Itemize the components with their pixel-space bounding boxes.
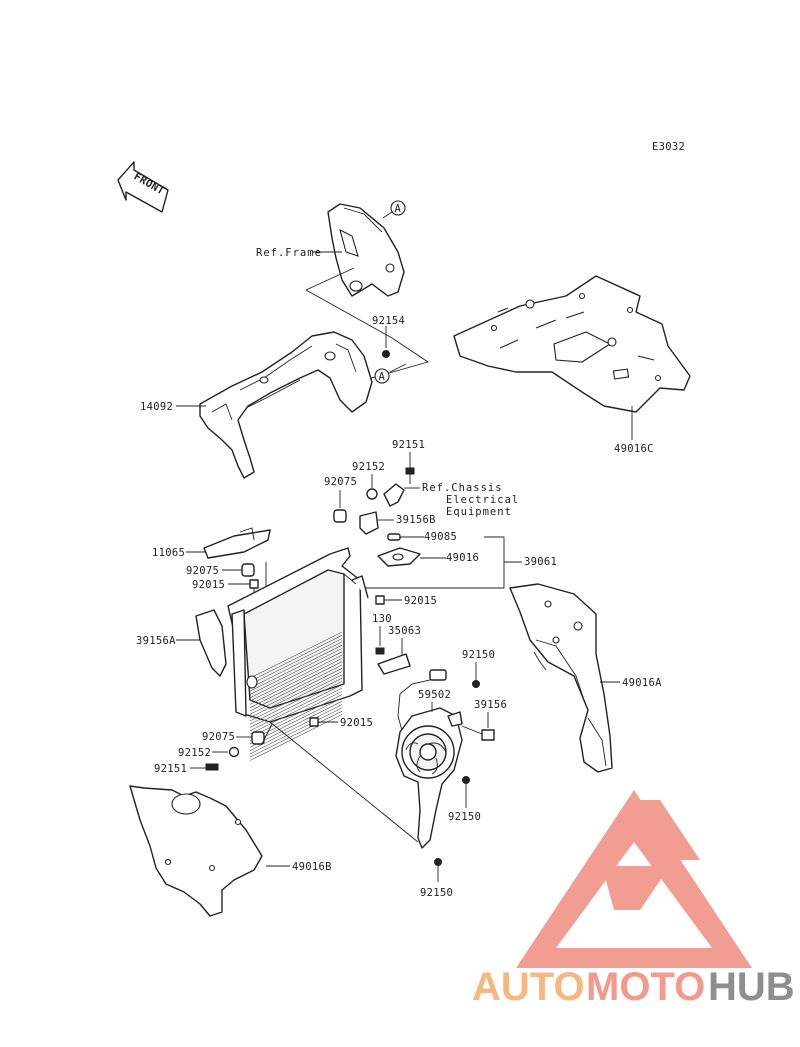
- radiator-fin: [249, 644, 343, 692]
- grommet-92152-top: [366, 488, 378, 500]
- part-label-11065: 11065: [152, 547, 185, 559]
- frame-bracket: [327, 203, 405, 297]
- part-label-35063: 35063: [388, 625, 421, 637]
- grommet-92075-lower: [251, 731, 265, 745]
- part-label-92154: 92154: [372, 315, 405, 327]
- part-label-92152-lower: 92152: [178, 747, 211, 759]
- collar-92015-right: [375, 595, 385, 605]
- ref-a-top-label: A: [395, 203, 402, 215]
- radiator-fin: [249, 677, 343, 725]
- radiator-fin: [249, 674, 343, 722]
- part-label-39156a: 39156A: [136, 635, 176, 647]
- part-label-49016b: 49016B: [292, 861, 332, 873]
- part-label-130: 130: [372, 613, 392, 625]
- watermark-moto: MOTO: [586, 965, 705, 1009]
- radiator-fin: [249, 687, 343, 735]
- ref-a-circle-top: [390, 200, 406, 216]
- part-label-39156: 39156: [474, 699, 507, 711]
- bracket-35063: [377, 653, 411, 675]
- cover-49016b: [129, 785, 263, 917]
- radiator-fin: [249, 658, 343, 705]
- bolt-92154: [382, 350, 390, 358]
- radiator-fin: [249, 691, 343, 738]
- ref-chassis-label-2: Electrical: [446, 494, 519, 506]
- radiator-fin: [249, 671, 343, 718]
- part-label-49016: 49016: [446, 552, 479, 564]
- part-label-92151-lower: 92151: [154, 763, 187, 775]
- part-label-92075-top: 92075: [324, 476, 357, 488]
- watermark-hub: HUB: [708, 965, 795, 1009]
- bolt-92150-bottom: [434, 858, 442, 866]
- part-label-92150-top: 92150: [462, 649, 495, 661]
- radiator-fin: [249, 704, 343, 751]
- pad-39156b: [359, 511, 379, 535]
- part-label-49016a: 49016A: [622, 677, 662, 689]
- automotohub-logo: [516, 790, 752, 968]
- part-label-92150-mid: 92150: [448, 811, 481, 823]
- part-label-39156b: 39156B: [396, 514, 436, 526]
- ref-chassis-label-3: Equipment: [446, 506, 512, 518]
- radiator-fin: [249, 654, 343, 702]
- part-label-49085: 49085: [424, 531, 457, 543]
- part-label-92151-top: 92151: [392, 439, 425, 451]
- plate-49016c: [453, 275, 691, 413]
- part-label-92150-bottom: 92150: [420, 887, 453, 899]
- radiator-fin: [249, 707, 343, 755]
- shroud-49016a: [509, 583, 613, 773]
- part-label-92152-top: 92152: [352, 461, 385, 473]
- grommet-92075-left: [241, 563, 255, 577]
- ref-frame-label: Ref.Frame: [256, 247, 322, 259]
- bolt-92150-mid: [462, 776, 470, 784]
- clip-49085: [387, 533, 401, 541]
- radiator-fin: [249, 710, 343, 758]
- radiator-fin: [249, 701, 343, 748]
- part-label-49016c: 49016C: [614, 443, 654, 455]
- part-label-92015-lower: 92015: [340, 717, 373, 729]
- bolt-130: [375, 647, 385, 655]
- part-label-92015-left: 92015: [192, 579, 225, 591]
- radiator-fin: [249, 648, 343, 695]
- diagram-code: E3032: [652, 141, 685, 153]
- cooling-fan-59502: [395, 707, 463, 849]
- bolt-92151-lower: [205, 763, 219, 771]
- radiator-fin: [249, 631, 343, 679]
- air-duct-14092: [199, 331, 373, 479]
- part-label-14092: 14092: [140, 401, 173, 413]
- watermark-auto: AUTO: [472, 965, 585, 1009]
- grommet-92152-lower: [228, 746, 240, 758]
- bolt-92151-top: [405, 467, 415, 475]
- cover-11065: [203, 529, 271, 559]
- radiator-fin: [249, 684, 343, 732]
- radiator-fin: [249, 681, 343, 728]
- grommet-92075-top: [333, 509, 347, 523]
- part-label-92075-lower: 92075: [202, 731, 235, 743]
- radiator-fin: [249, 664, 343, 712]
- ref-a-lower-label: A: [379, 371, 386, 383]
- bolt-92150-top: [472, 680, 480, 688]
- chassis-bracket: [383, 483, 405, 507]
- part-label-92075-left: 92075: [186, 565, 219, 577]
- part-label-39061: 39061: [524, 556, 557, 568]
- radiator-fin: [249, 668, 343, 715]
- collar-92015-left: [249, 579, 259, 589]
- radiator-fin: [249, 651, 343, 699]
- part-label-59502: 59502: [418, 689, 451, 701]
- radiator-fin: [249, 635, 343, 682]
- ref-chassis-label-1: Ref.Chassis: [422, 482, 503, 494]
- part-label-92015-right: 92015: [404, 595, 437, 607]
- radiator-fin: [249, 638, 343, 685]
- radiator: [227, 547, 369, 761]
- pad-39156: [481, 729, 495, 741]
- fan-connector: [429, 669, 447, 681]
- collar-92015-lower: [309, 717, 319, 727]
- radiator-fin: [249, 641, 343, 689]
- radiator-fin: [249, 694, 343, 741]
- radiator-fin: [249, 661, 343, 708]
- guard-39156a: [195, 609, 227, 677]
- front-arrow: FRONT: [117, 161, 169, 213]
